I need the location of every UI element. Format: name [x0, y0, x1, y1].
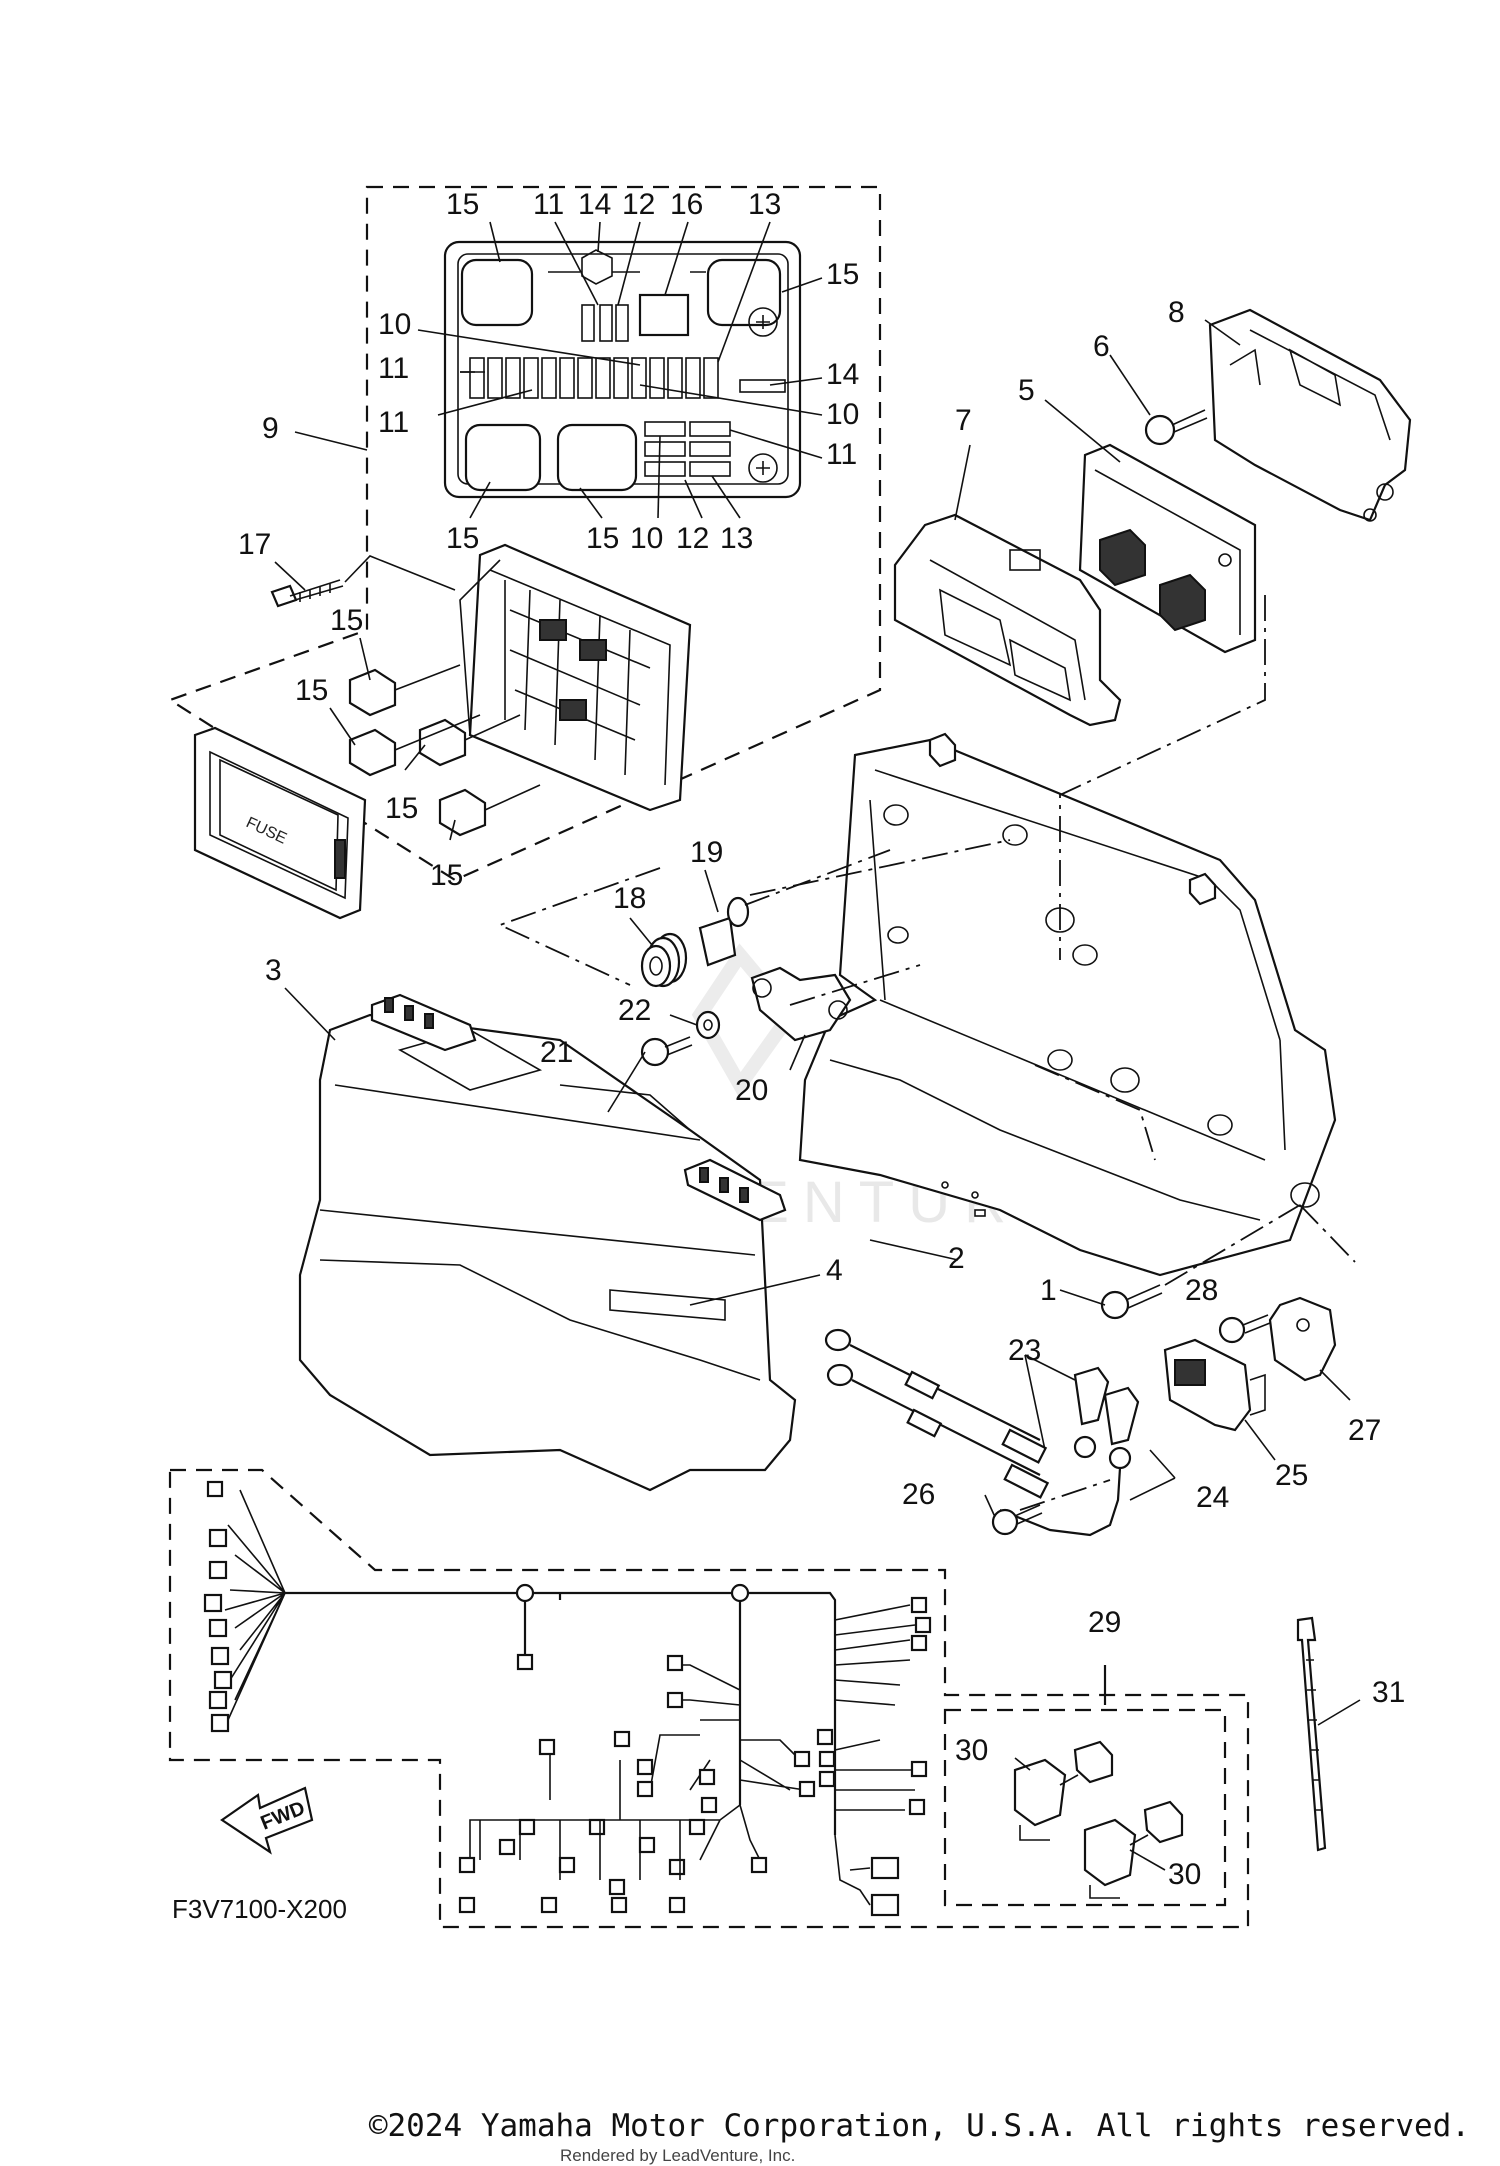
callout-11: 11: [378, 352, 409, 385]
callout-11: 11: [533, 188, 564, 221]
cover-3: [298, 993, 797, 1492]
callout-13: 13: [748, 188, 781, 221]
rendered-by-notice: Rendered by LeadVenture, Inc.: [560, 2146, 796, 2165]
harness-connectors-left: [203, 1480, 233, 1733]
callout-25: 25: [1275, 1459, 1308, 1492]
callout-27: 27: [1348, 1414, 1381, 1447]
fuse-box-diagram: [167, 185, 882, 882]
callout-15: 15: [295, 674, 328, 707]
fwd-arrow: FWD: [220, 1786, 314, 1855]
callout-14: 14: [826, 358, 859, 391]
callout-26: 26: [902, 1478, 935, 1511]
callout-12: 12: [676, 522, 709, 555]
callout-15: 15: [446, 188, 479, 221]
wire-harness: [168, 1468, 1250, 1929]
callout-10: 10: [826, 398, 859, 431]
callout-24: 24: [1196, 1481, 1229, 1514]
sensor-group-29: [943, 1665, 1227, 1907]
terminal-screw: [748, 307, 778, 337]
callout-3: 3: [265, 954, 282, 987]
collar-22: [695, 1010, 721, 1040]
callout-23: 23: [1008, 1334, 1041, 1367]
grommet-18: [640, 932, 688, 988]
fuse-slots-row: [469, 304, 786, 477]
collar-19: [698, 896, 750, 967]
battery-cable-23: [824, 1328, 1050, 1499]
callout-15: 15: [385, 792, 418, 825]
callout-10: 10: [630, 522, 663, 555]
callout-11: 11: [826, 438, 857, 471]
bolt-21: [640, 1036, 693, 1067]
assembly-lines: [497, 595, 1356, 1511]
callout-29: 29: [1088, 1606, 1121, 1639]
callout-6: 6: [1093, 330, 1110, 363]
bolt-17: [270, 555, 456, 608]
callout-7: 7: [955, 404, 972, 437]
callout-14: 14: [578, 188, 611, 221]
copyright-notice: ©2024 Yamaha Motor Corporation, U.S.A. A…: [368, 2108, 1470, 2144]
relays: [348, 664, 541, 837]
callout-12: 12: [622, 188, 655, 221]
callout-28: 28: [1185, 1274, 1218, 1307]
callout-21: 21: [540, 1036, 573, 1069]
callout-19: 19: [690, 836, 723, 869]
callout-13: 13: [720, 522, 753, 555]
callout-5: 5: [1018, 374, 1035, 407]
callout-15: 15: [330, 604, 363, 637]
bracket-20: [750, 966, 852, 1042]
callout-2: 2: [948, 1242, 965, 1275]
leader-lines: [274, 221, 1361, 1871]
cable-cap-24: [999, 1366, 1140, 1537]
relay-slot: [460, 258, 534, 327]
callout-18: 18: [613, 882, 646, 915]
main-fuse-slot: [638, 293, 690, 337]
callout-9: 9: [262, 412, 279, 445]
ecu-case-7: [893, 513, 1122, 727]
relay-25: [1163, 1338, 1266, 1432]
callout-15: 15: [826, 258, 859, 291]
ecu-5: [1078, 443, 1257, 654]
callout-4: 4: [826, 1254, 843, 1287]
diagram-code: F3V7100-X200: [172, 1894, 347, 1924]
relay-slot: [464, 423, 542, 492]
callout-31: 31: [1372, 1676, 1405, 1709]
bolt-1: [1100, 1284, 1163, 1320]
callout-1: 1: [1040, 1274, 1057, 1307]
callout-22: 22: [618, 994, 651, 1027]
callout-16: 16: [670, 188, 703, 221]
bracket-27: [1268, 1296, 1337, 1382]
fuse-cover: FUSE: [193, 726, 367, 920]
callout-20: 20: [735, 1074, 768, 1107]
spare-fuse-slot: [581, 249, 613, 285]
relay-slot: [556, 423, 638, 492]
fuse-box-assembly: [459, 543, 692, 812]
harness-connectors-lower: [458, 1730, 768, 1914]
bolt-26: [991, 1504, 1043, 1536]
ecu-bracket-8: [1208, 308, 1412, 522]
callout-8: 8: [1168, 296, 1185, 329]
callout-15: 15: [430, 859, 463, 892]
callout-11: 11: [378, 406, 409, 439]
callout-10: 10: [378, 308, 411, 341]
callout-labels: 15 11 14 12 16 13 15 10 11 14 11 10 11 9…: [238, 188, 1405, 1891]
callout-30: 30: [1168, 1858, 1201, 1891]
bolt-6: [1144, 409, 1208, 446]
callout-30: 30: [955, 1734, 988, 1767]
callout-15: 15: [586, 522, 619, 555]
terminal-screw: [748, 453, 778, 483]
callout-15: 15: [446, 522, 479, 555]
cable-tie-31: [1296, 1616, 1327, 1852]
bolt-28: [1218, 1314, 1271, 1344]
callout-17: 17: [238, 528, 271, 561]
